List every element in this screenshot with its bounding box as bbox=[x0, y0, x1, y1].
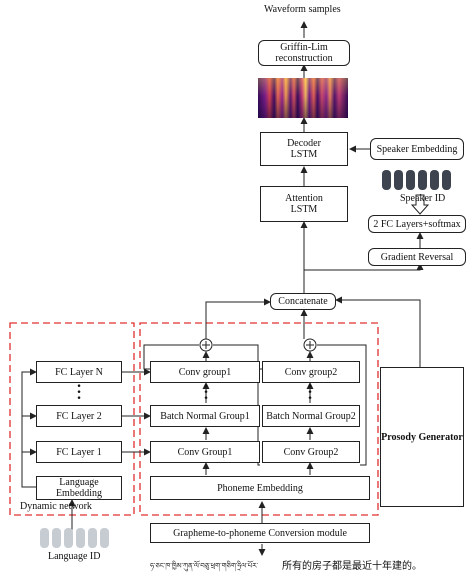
speaker-token bbox=[418, 170, 427, 190]
speaker-token bbox=[406, 170, 415, 190]
language-token bbox=[76, 528, 85, 548]
conv-group2-top-box: Conv group2 bbox=[262, 361, 360, 383]
fc-layer-1-box: FC Layer 1 bbox=[36, 441, 122, 463]
vertical-dots-icon: ··· bbox=[203, 378, 209, 407]
language-id-tokens bbox=[40, 528, 109, 548]
language-id-label: Language ID bbox=[48, 551, 101, 562]
conv-group1-bottom-box: Conv Group1 bbox=[150, 441, 260, 463]
speaker-id-tokens bbox=[382, 170, 451, 190]
concatenate-box: Concatenate bbox=[270, 293, 336, 310]
language-embedding-box: Language Embedding bbox=[36, 476, 122, 500]
language-token bbox=[64, 528, 73, 548]
prosody-generator-box: Prosody Generator bbox=[380, 367, 464, 507]
speaker-token bbox=[394, 170, 403, 190]
attention-lstm-box: Attention LSTM bbox=[260, 186, 348, 222]
language-token bbox=[52, 528, 61, 548]
language-token bbox=[88, 528, 97, 548]
vertical-dots-icon: ··· bbox=[76, 378, 82, 407]
speaker-id-label: Speaker ID bbox=[400, 193, 446, 204]
fc-layer-n-box: FC Layer N bbox=[36, 361, 122, 383]
gradient-reversal-box: Gradient Reversal bbox=[368, 248, 466, 266]
fc-softmax-box: 2 FC Layers+softmax bbox=[368, 215, 466, 233]
g2p-module-box: Grapheme-to-phoneme Conversion module bbox=[150, 523, 370, 543]
dynamic-network-label: Dynamic network bbox=[20, 501, 92, 512]
diagram-title: Waveform samples bbox=[264, 4, 341, 15]
speaker-token bbox=[382, 170, 391, 190]
input-text-chinese: 所有的房子都是最近十年建的。 bbox=[282, 561, 422, 572]
conv-group1-top-box: Conv group1 bbox=[150, 361, 260, 383]
batch-normal-group1-box: Batch Normal Group1 bbox=[150, 405, 260, 427]
batch-normal-group2-box: Batch Normal Group2 bbox=[262, 405, 360, 427]
language-token bbox=[100, 528, 109, 548]
mel-spectrogram bbox=[258, 78, 348, 118]
fc-layer-2-box: FC Layer 2 bbox=[36, 405, 122, 427]
input-text-tibetan: ཧ་ཅང་ཁ་ཁྱིམ་ཀུན་ལོ་བཅུ་ཕྲག་གཅིག་ཧྲིལ་པོར… bbox=[150, 562, 259, 570]
vertical-dots-icon: ··· bbox=[307, 378, 313, 407]
language-token bbox=[40, 528, 49, 548]
griffin-lim-box: Griffin-Lim reconstruction bbox=[258, 40, 350, 66]
speaker-token bbox=[430, 170, 439, 190]
conv-group2-bottom-box: Conv Group2 bbox=[262, 441, 360, 463]
encoder-frame bbox=[139, 322, 379, 516]
decoder-lstm-box: Decoder LSTM bbox=[260, 132, 348, 166]
speaker-token bbox=[442, 170, 451, 190]
phoneme-embedding-box: Phoneme Embedding bbox=[150, 476, 370, 500]
speaker-embedding-box: Speaker Embedding bbox=[370, 138, 464, 160]
